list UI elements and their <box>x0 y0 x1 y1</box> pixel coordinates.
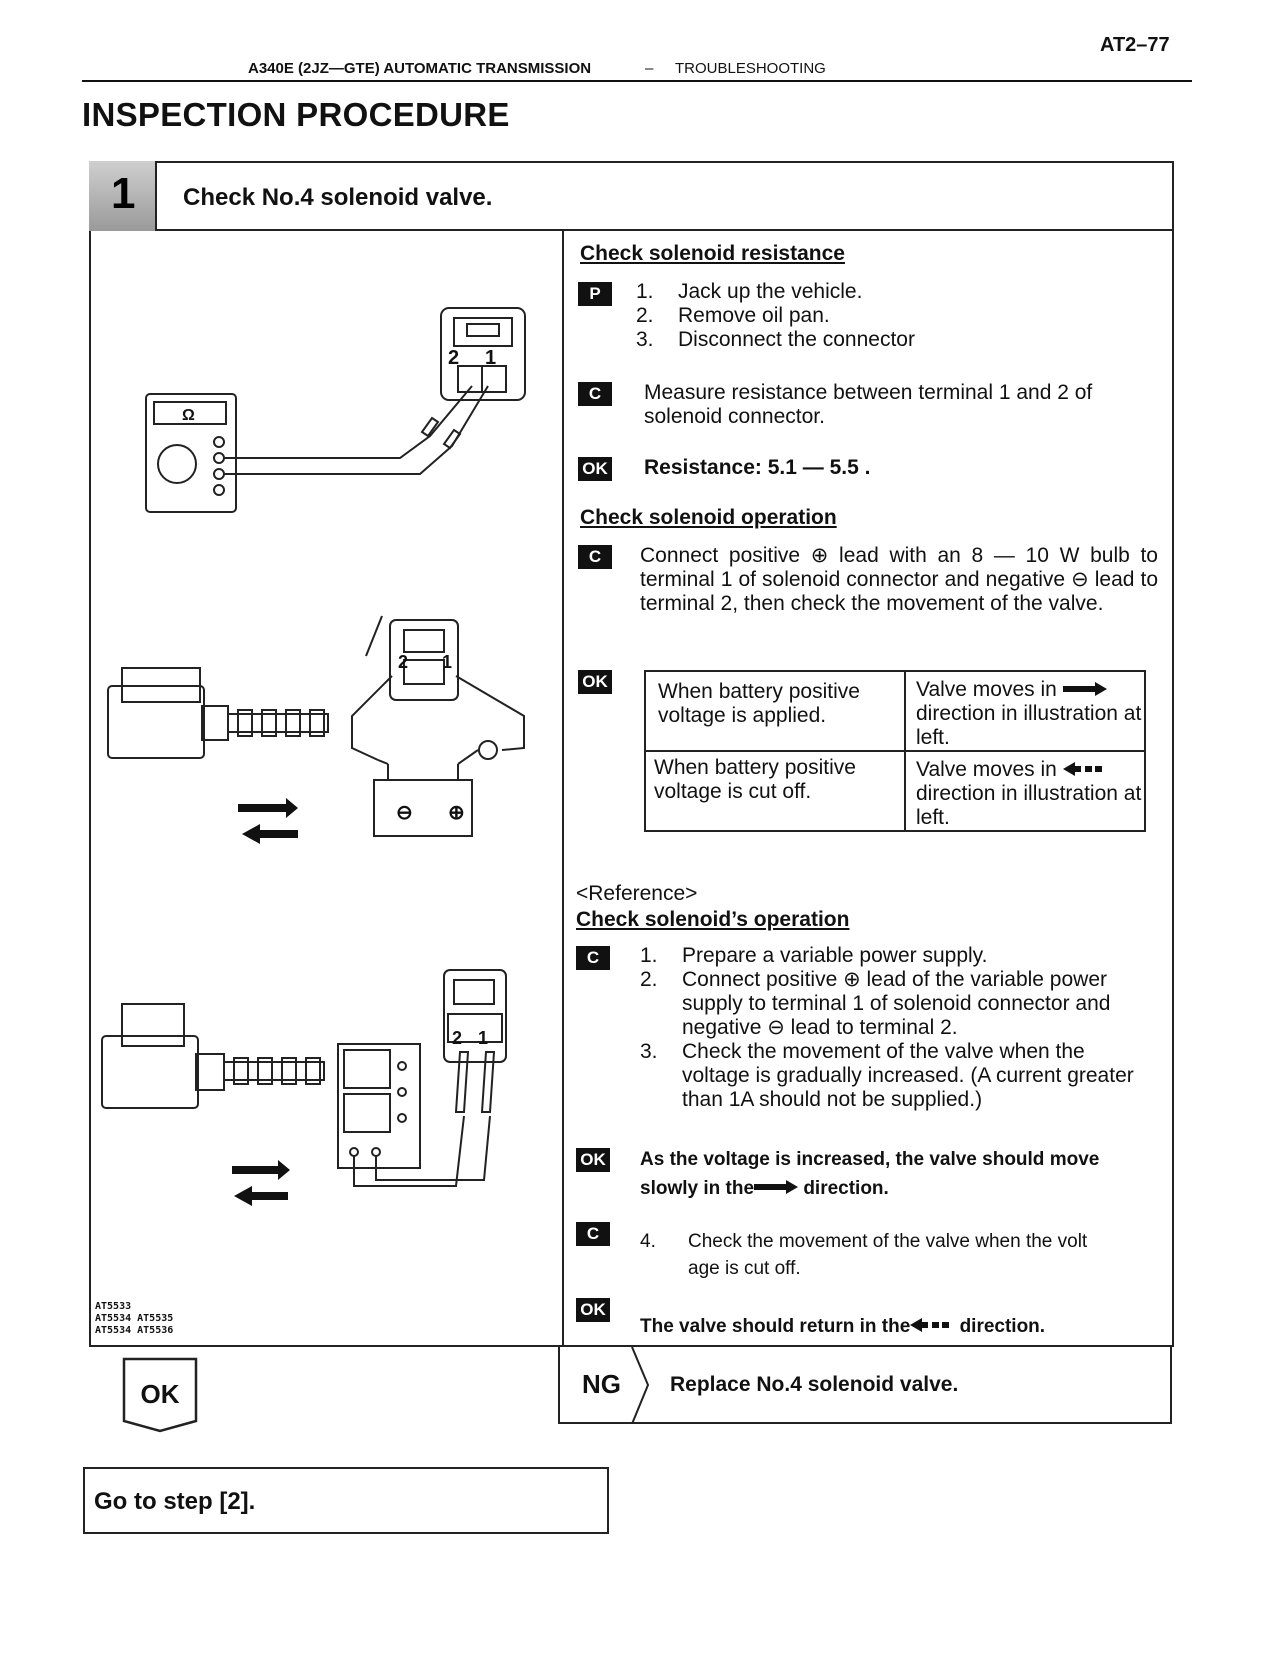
ng-chevron-icon <box>631 1347 650 1424</box>
table-divider <box>644 750 1146 752</box>
page-number: AT2–77 <box>1100 34 1170 56</box>
ok-badge: OK <box>576 1298 610 1322</box>
arrow-left-dashed-icon <box>910 1318 950 1332</box>
reference-heading: Check solenoid’s operation <box>576 908 850 931</box>
list-item: 2.Remove oil pan. <box>636 304 830 327</box>
ok-badge: OK <box>578 670 612 694</box>
section-title: A340E (2JZ—GTE) AUTOMATIC TRANSMISSION <box>248 60 592 77</box>
table-cell: Valve moves in direction in illustration… <box>916 758 1142 829</box>
connector-2-icon <box>443 969 507 1063</box>
ok-badge: OK <box>578 457 612 481</box>
figure-code: AT5534 AT5535 <box>95 1313 174 1324</box>
table-cell: When battery positive voltage is cut off… <box>654 756 856 803</box>
procedure-frame <box>89 161 1174 1347</box>
connector-icon <box>440 307 526 401</box>
operation-check-text: Connect positive ⊕ lead with an 8 — 10 W… <box>640 544 1158 615</box>
prep-badge: P <box>578 282 612 306</box>
column-divider <box>562 231 564 1347</box>
ohm-label: Ω <box>182 407 195 424</box>
list-item: 1.Jack up the vehicle. <box>636 280 863 303</box>
battery-minus-label: ⊖ <box>396 802 413 824</box>
reference-label: <Reference> <box>576 882 698 905</box>
step-title: Check No.4 solenoid valve. <box>183 184 493 211</box>
figure-codes: AT5533 AT5534 AT5535 AT5534 AT5536 <box>95 1301 173 1337</box>
arrow-left-dashed-icon <box>1062 762 1102 776</box>
step-number: 1 <box>111 169 136 218</box>
arrow-right-icon <box>754 1180 799 1194</box>
ohmmeter-icon <box>145 393 237 513</box>
list-item: 3.Disconnect the connector <box>636 328 915 351</box>
reference-step-4: 4.Check the movement of the valve when t… <box>640 1231 1088 1279</box>
solenoid-valve-icon <box>107 667 329 759</box>
terminal-1-label: 1 <box>485 347 496 369</box>
solenoid-valve-2-icon <box>101 1003 325 1109</box>
terminal-1-label-b: 1 <box>442 652 452 672</box>
ok-result-label: OK <box>141 1379 180 1409</box>
figure-code: AT5534 AT5536 <box>95 1325 174 1336</box>
resistance-check-text: Measure resistance between terminal 1 an… <box>644 381 1093 428</box>
goto-text: Go to step [2]. <box>94 1488 256 1515</box>
list-item: 3.Check the movement of the valve when t… <box>640 1040 1134 1111</box>
check-badge: C <box>576 946 610 970</box>
table-cell: When battery positive voltage is applied… <box>658 680 860 727</box>
prep-steps: 1.Jack up the vehicle. 2.Remove oil pan.… <box>636 280 1156 352</box>
arrow-right-icon <box>1062 682 1107 696</box>
terminal-2-label-c: 2 <box>452 1028 462 1048</box>
battery-plus-label: ⊕ <box>448 802 465 824</box>
ng-label: NG <box>582 1369 621 1399</box>
ng-action: Replace No.4 solenoid valve. <box>670 1373 959 1396</box>
ok-result-box: OK <box>122 1357 198 1433</box>
check-badge: C <box>576 1222 610 1246</box>
operation-heading: Check solenoid operation <box>580 506 837 529</box>
list-item: 2.Connect positive ⊕ lead of the variabl… <box>640 968 1111 1039</box>
check-badge: C <box>578 382 612 406</box>
terminal-2-label-b: 2 <box>398 652 408 672</box>
illustration-panel: 2 1 Ω 2 1 ⊖ ⊕ 2 1 <box>101 307 526 1206</box>
power-supply-icon <box>337 1043 421 1169</box>
ok-badge: OK <box>576 1148 610 1172</box>
reference-ok-text: As the voltage is increased, the valve s… <box>640 1149 1100 1199</box>
header-rule <box>82 80 1192 82</box>
resistance-spec: Resistance: 5.1 — 5.5 . <box>644 456 871 479</box>
reference-ok2-text: The valve should return in the direction… <box>640 1316 1046 1337</box>
header-separator: – <box>645 60 654 77</box>
terminal-1-label-c: 1 <box>478 1028 488 1048</box>
table-cell: Valve moves in direction in illustration… <box>916 678 1142 749</box>
check-badge: C <box>578 545 612 569</box>
page-title: INSPECTION PROCEDURE <box>82 96 510 133</box>
battery-circuit-icon <box>351 615 525 837</box>
resistance-heading: Check solenoid resistance <box>580 242 845 265</box>
figure-code: AT5533 <box>95 1301 132 1312</box>
list-item: 1.Prepare a variable power supply. <box>640 944 988 967</box>
step-number-box: 1 <box>89 161 157 231</box>
ng-result-bar <box>558 1347 1172 1424</box>
reference-steps: 1.Prepare a variable power supply. 2.Con… <box>640 944 1156 1112</box>
goto-box: Go to step [2]. <box>83 1467 609 1534</box>
chapter-title: TROUBLESHOOTING <box>675 60 826 77</box>
terminal-2-label: 2 <box>448 347 459 369</box>
step-header <box>89 161 1174 231</box>
